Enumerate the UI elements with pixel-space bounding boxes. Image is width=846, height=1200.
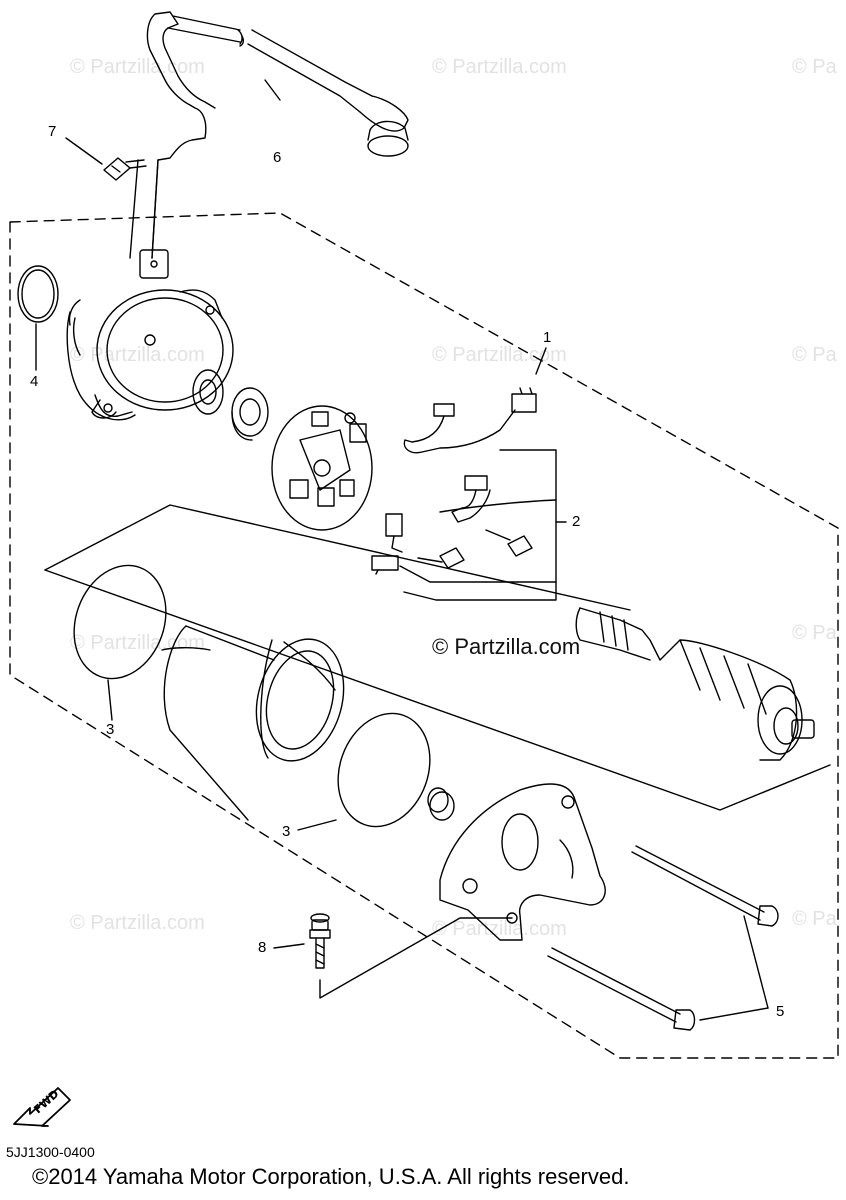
oil-seal xyxy=(192,369,224,415)
watermark: © Partzilla.com xyxy=(432,918,567,940)
assembly-dashed-outline xyxy=(9,212,839,1059)
watermark: © Pa xyxy=(792,344,837,366)
watermark: © Partzilla.com xyxy=(432,56,567,78)
watermark: © Pa xyxy=(792,908,837,930)
o-ring-part-3-left xyxy=(73,564,167,680)
brush-screws xyxy=(417,529,533,569)
screw-part-7 xyxy=(103,157,147,181)
brush-bracket-line xyxy=(485,449,557,583)
diagram-code: 5JJ1300-0400 xyxy=(6,1144,95,1160)
leader-5a xyxy=(743,915,769,1009)
armature xyxy=(575,607,815,761)
rear-cover xyxy=(439,783,606,941)
o-ring-part-3-right xyxy=(337,712,431,828)
leader-5b xyxy=(699,1007,769,1021)
bolt-part-8 xyxy=(309,913,331,969)
bolt-bracket-line xyxy=(319,917,513,999)
callout-5: 5 xyxy=(776,1003,785,1020)
callout-1: 1 xyxy=(543,329,552,346)
watermark: © Pa xyxy=(792,56,837,78)
partzilla-watermark: © Partzilla.com xyxy=(432,634,581,659)
watermark: © Partzilla.com xyxy=(70,912,205,934)
leader-3a xyxy=(107,679,113,721)
watermark: © Partzilla.com xyxy=(70,344,205,366)
o-ring-part-4 xyxy=(17,265,59,323)
brush-holder-plate xyxy=(271,405,373,531)
bearing xyxy=(231,387,269,441)
yoke-body xyxy=(161,625,345,821)
leader-6 xyxy=(264,79,281,101)
leader-1 xyxy=(535,347,547,375)
through-bolt-lower xyxy=(547,947,696,1031)
callout-3-right: 3 xyxy=(282,823,291,840)
watermark: © Partzilla.com xyxy=(432,344,567,366)
leader-3b xyxy=(297,819,337,831)
copyright-notice: ©2014 Yamaha Motor Corporation, U.S.A. A… xyxy=(32,1164,630,1189)
group-bracket-line-lower xyxy=(44,569,831,811)
lead-wire xyxy=(129,11,409,279)
callout-8: 8 xyxy=(258,939,267,956)
callout-2: 2 xyxy=(572,513,581,530)
group-bracket-line xyxy=(44,504,631,611)
leader-8 xyxy=(273,943,305,949)
bushing xyxy=(427,787,455,821)
leader-7 xyxy=(65,137,103,165)
brush-set xyxy=(371,387,537,575)
through-bolt-upper xyxy=(631,845,779,927)
callout-6: 6 xyxy=(273,149,282,166)
callout-3-left: 3 xyxy=(106,721,115,738)
callout-7: 7 xyxy=(48,123,57,140)
front-cover-housing xyxy=(66,289,234,421)
watermark: © Pa xyxy=(792,622,837,644)
fwd-arrow-icon: FWD xyxy=(13,1087,71,1127)
callout-4: 4 xyxy=(30,373,39,390)
